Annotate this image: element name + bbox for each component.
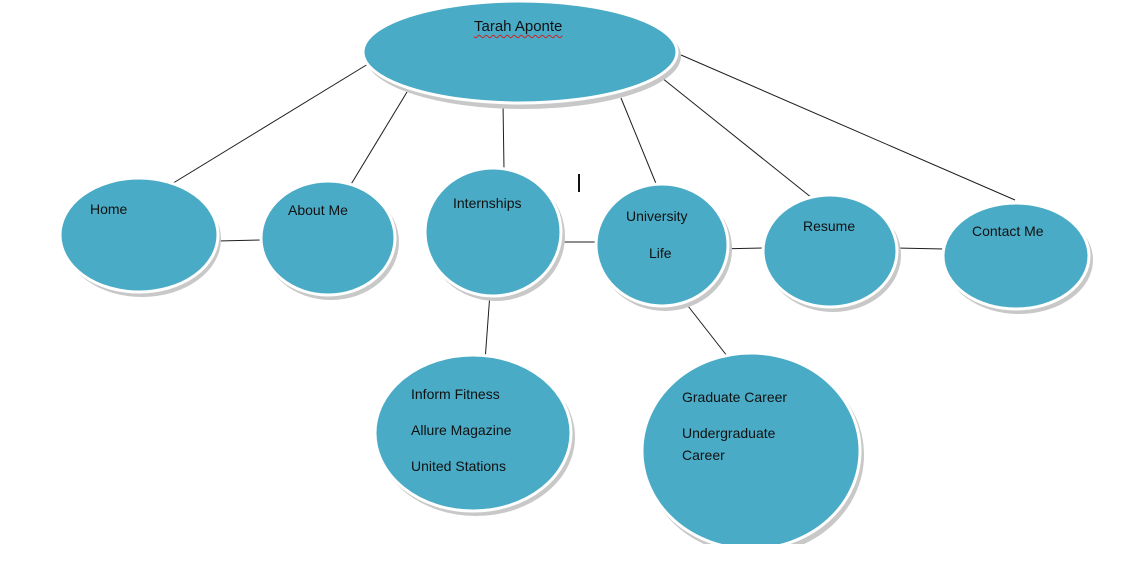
- text-cursor: [578, 174, 580, 192]
- resume-label: Resume: [803, 218, 856, 234]
- university-detail-node: [640, 351, 864, 544]
- nodes: [58, 0, 1093, 544]
- root-node: [361, 0, 681, 109]
- contact-node: [941, 201, 1093, 314]
- about-node: [259, 179, 399, 300]
- internships-label: Internships: [453, 195, 522, 211]
- connector-root-resume: [661, 77, 813, 199]
- internship-item: Allure Magazine: [411, 422, 512, 438]
- university-node: [594, 182, 732, 311]
- connector-root-contact: [680, 54, 1016, 201]
- university-detail-item: Graduate Career: [682, 389, 788, 405]
- connector-internships-detail: [484, 292, 491, 362]
- university-label-line1: University: [626, 208, 688, 224]
- connectors: [169, 54, 1016, 362]
- connector-university-detail: [687, 305, 732, 362]
- university-detail-item: Career: [682, 447, 725, 463]
- university-label-line2: Life: [649, 245, 672, 261]
- internship-item: United Stations: [411, 458, 506, 474]
- home-label: Home: [90, 201, 128, 217]
- connector-root-home: [169, 63, 369, 186]
- contact-label: Contact Me: [972, 223, 1044, 239]
- connector-root-university: [620, 97, 658, 187]
- university-detail-item: Undergraduate: [682, 425, 776, 441]
- internships-detail-node: [373, 353, 575, 516]
- about-label: About Me: [288, 202, 348, 218]
- home-node: [58, 176, 221, 297]
- connector-root-about: [349, 91, 408, 187]
- connector-home-about: [217, 239, 262, 242]
- root-label: Tarah Aponte: [474, 18, 563, 35]
- connector-root-internships: [502, 102, 505, 171]
- internship-item: Inform Fitness: [411, 386, 500, 402]
- connector-resume-contact: [895, 247, 945, 250]
- resume-node: [761, 193, 901, 312]
- internships-node: [423, 166, 565, 301]
